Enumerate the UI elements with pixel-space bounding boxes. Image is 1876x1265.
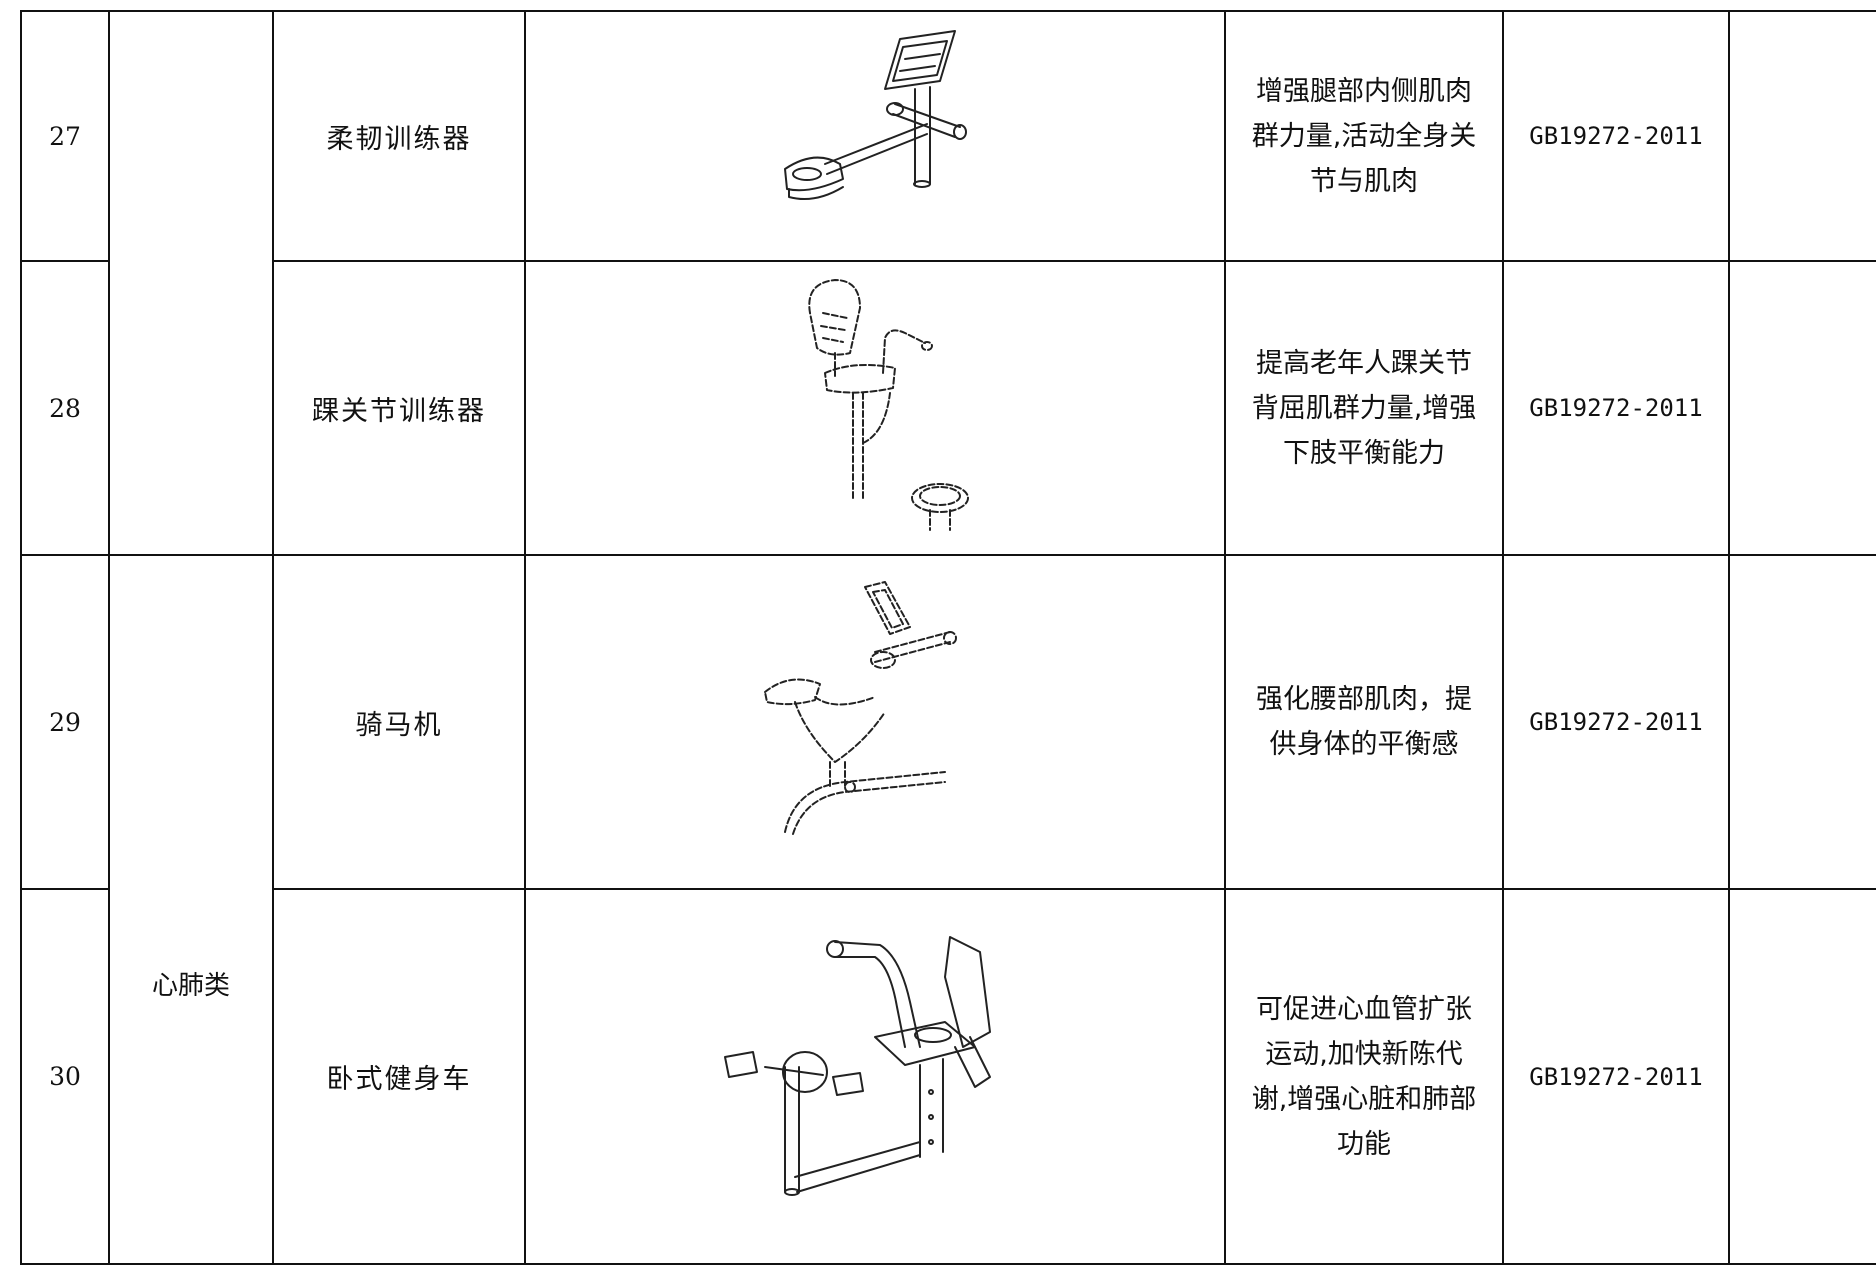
riding-machine-illustration (524, 554, 1226, 890)
equipment-name: 踝关节训练器 (272, 260, 526, 556)
riding-machine-icon (764, 581, 957, 835)
ankle-trainer-illustration (524, 260, 1226, 556)
flexibility-trainer-illustration (524, 10, 1226, 262)
table-row: 29 心肺类 骑马机 (20, 554, 1876, 1265)
empty-cell (1728, 888, 1876, 1265)
function-line: 功能 (1337, 1128, 1391, 1160)
ankle-trainer-icon (808, 279, 969, 531)
equipment-name: 柔韧训练器 (272, 10, 526, 262)
category-cell-empty (108, 10, 274, 556)
function-description: 可促进心血管扩张 运动,加快新陈代 谢,增强心脏和肺部 功能 (1224, 888, 1504, 1265)
flexibility-trainer-icon (784, 29, 967, 200)
function-description: 提高老年人踝关节 背屈肌群力量,增强 下肢平衡能力 (1224, 260, 1504, 556)
function-description: 强化腰部肌肉，提 供身体的平衡感 (1224, 554, 1504, 890)
function-line: 供身体的平衡感 (1269, 729, 1459, 760)
empty-cell (1728, 260, 1876, 556)
standard-code: GB19272-2011 (1502, 888, 1730, 1265)
standard-code: GB19272-2011 (1502, 554, 1730, 890)
category-label: 心肺类 (151, 971, 230, 1001)
function-line: 背屈肌群力量,增强 (1251, 392, 1477, 424)
function-line: 下肢平衡能力 (1283, 437, 1445, 469)
function-line: 增强腿部内侧肌肉 (1256, 75, 1472, 107)
category-cell: 心肺类 (108, 554, 274, 1265)
recumbent-bike-icon (724, 935, 991, 1196)
function-description: 增强腿部内侧肌肉 群力量,活动全身关 节与肌肉 (1224, 10, 1504, 262)
standard-code: GB19272-2011 (1502, 260, 1730, 556)
equipment-name: 卧式健身车 (272, 888, 526, 1265)
table-row: 28 踝关节训练器 提高老年人踝关 (20, 260, 1876, 556)
row-number: 28 (20, 260, 110, 556)
row-number: 30 (20, 888, 110, 1265)
recumbent-bike-illustration (524, 888, 1226, 1265)
function-line: 强化腰部肌肉，提 (1256, 684, 1472, 715)
table-row: 27 柔韧训练器 增强腿 (20, 10, 1876, 556)
function-line: 谢,增强心脏和肺部 (1251, 1083, 1477, 1115)
function-line: 节与肌肉 (1310, 165, 1418, 197)
equipment-table: 27 柔韧训练器 增强腿 (20, 10, 1876, 1265)
table-row: 30 卧式健身车 (20, 888, 1876, 1265)
function-line: 运动,加快新陈代 (1265, 1038, 1463, 1070)
equipment-name: 骑马机 (272, 554, 526, 890)
row-number: 27 (20, 10, 110, 262)
function-line: 群力量,活动全身关 (1251, 120, 1477, 152)
empty-cell (1728, 554, 1876, 890)
standard-code: GB19272-2011 (1502, 10, 1730, 262)
row-number: 29 (20, 554, 110, 890)
function-line: 提高老年人踝关节 (1256, 347, 1472, 379)
function-line: 可促进心血管扩张 (1256, 993, 1472, 1025)
empty-cell (1728, 10, 1876, 262)
